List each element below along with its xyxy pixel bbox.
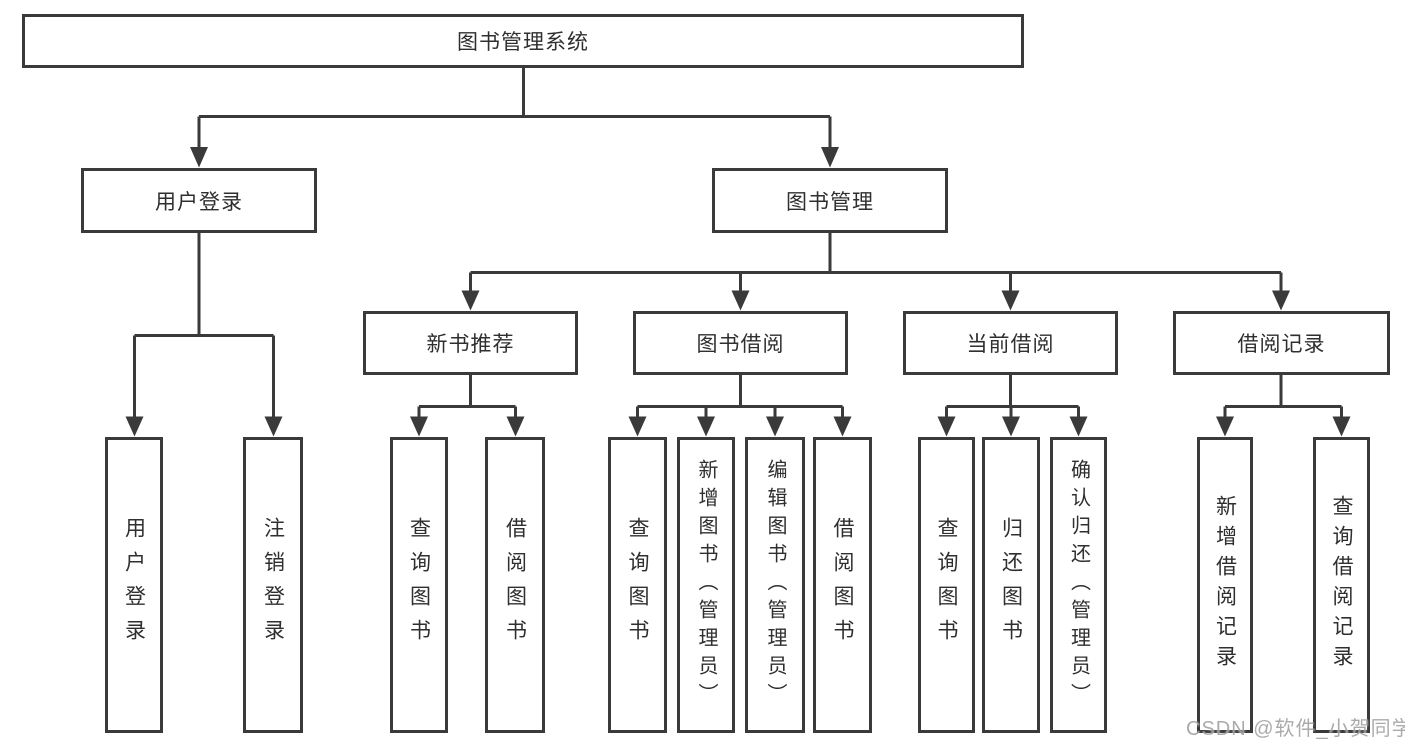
node-new-book-recommendation: 新书推荐 — [363, 311, 578, 375]
arrow-down-icons — [125, 147, 1351, 437]
leaf-add-borrow-record: 新增借阅记录 — [1197, 437, 1253, 733]
node-label: 当前借阅 — [966, 333, 1055, 356]
node-label: 查询借阅记录 — [1330, 495, 1353, 675]
connector-line-path — [133, 68, 1343, 420]
leaf-query-borrow-record: 查询借阅记录 — [1313, 437, 1370, 733]
node-book-management: 图书管理 — [712, 168, 948, 233]
node-book-borrowing: 图书借阅 — [633, 311, 848, 375]
leaf-edit-books-admin: 编辑图书（管理员） — [745, 437, 805, 733]
leaf-query-books-recommend: 查询图书 — [390, 437, 448, 733]
node-label: 借阅记录 — [1237, 333, 1326, 356]
node-label: 借阅图书 — [831, 517, 854, 653]
leaf-user-login: 用户登录 — [105, 437, 163, 733]
node-label: 借阅图书 — [503, 517, 527, 653]
node-label: 新书推荐 — [426, 333, 515, 356]
leaf-logout: 注销登录 — [243, 437, 303, 733]
node-label: 注销登录 — [261, 517, 285, 653]
node-label: 图书管理系统 — [457, 31, 589, 54]
leaf-add-books-admin: 新增图书（管理员） — [677, 437, 735, 733]
node-label: 查询图书 — [626, 517, 649, 653]
csdn-watermark: CSDN @软件_小贺同学 — [1186, 718, 1405, 740]
node-label: 用户登录 — [122, 517, 146, 653]
leaf-return-books: 归还图书 — [982, 437, 1040, 733]
node-borrowing-records: 借阅记录 — [1173, 311, 1390, 375]
node-label: 用户登录 — [155, 190, 243, 214]
node-label: 确认归还（管理员） — [1067, 459, 1090, 711]
leaf-confirm-return-admin: 确认归还（管理员） — [1050, 437, 1107, 733]
node-label: 查询图书 — [935, 517, 958, 653]
node-label: 新增图书（管理员） — [695, 459, 717, 711]
node-current-borrowing: 当前借阅 — [903, 311, 1118, 375]
leaf-borrow-books: 借阅图书 — [813, 437, 872, 733]
node-label: 图书借阅 — [696, 333, 785, 356]
node-label: 图书管理 — [786, 190, 874, 214]
leaf-query-books-borrow: 查询图书 — [608, 437, 667, 733]
node-label: 归还图书 — [999, 517, 1023, 653]
node-label: 编辑图书（管理员） — [764, 459, 786, 711]
leaf-borrow-books-recommend: 借阅图书 — [485, 437, 545, 733]
node-label: 新增借阅记录 — [1213, 495, 1237, 675]
node-user-login: 用户登录 — [81, 168, 317, 233]
node-label: 查询图书 — [407, 517, 431, 653]
leaf-query-books-current: 查询图书 — [918, 437, 975, 733]
node-library-management-system: 图书管理系统 — [22, 14, 1024, 68]
